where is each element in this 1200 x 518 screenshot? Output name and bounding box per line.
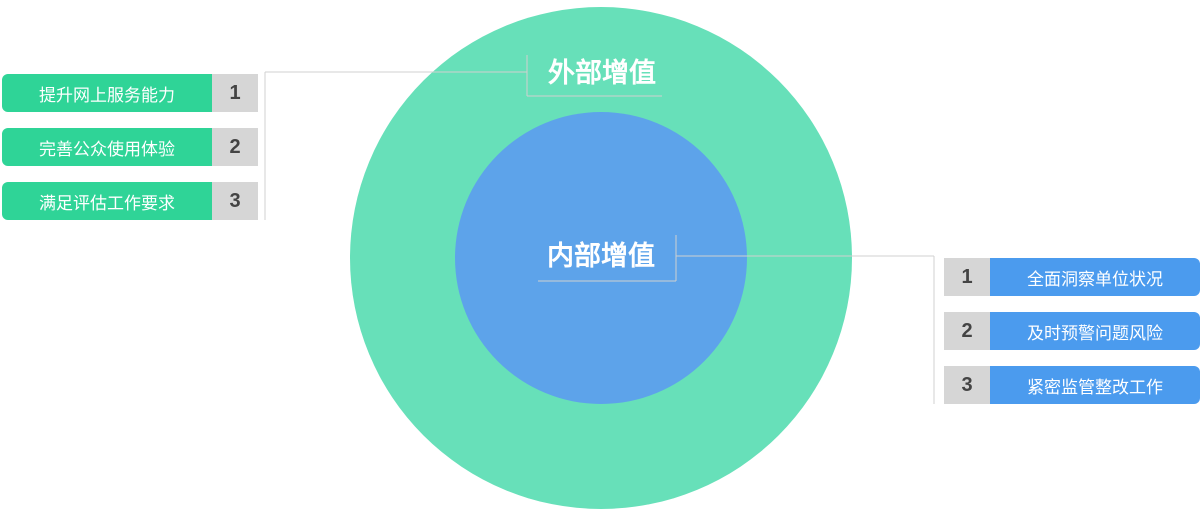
outer-title: 外部增值 <box>548 57 656 89</box>
inner-item: 3 紧密监管整改工作 <box>944 366 1200 404</box>
inner-item-number: 3 <box>944 366 990 404</box>
inner-item-label: 紧密监管整改工作 <box>990 366 1200 404</box>
inner-item-label: 及时预警问题风险 <box>990 312 1200 350</box>
outer-item: 满足评估工作要求 3 <box>2 182 258 220</box>
outer-item-label: 提升网上服务能力 <box>2 74 212 112</box>
inner-item: 1 全面洞察单位状况 <box>944 258 1200 296</box>
outer-item-number: 2 <box>212 128 258 166</box>
outer-item-label: 满足评估工作要求 <box>2 182 212 220</box>
inner-item-label: 全面洞察单位状况 <box>990 258 1200 296</box>
outer-item-number: 3 <box>212 182 258 220</box>
outer-item-number: 1 <box>212 74 258 112</box>
inner-value-circle <box>455 112 747 404</box>
outer-item-label: 完善公众使用体验 <box>2 128 212 166</box>
inner-item: 2 及时预警问题风险 <box>944 312 1200 350</box>
right-connector <box>538 235 935 404</box>
inner-item-number: 2 <box>944 312 990 350</box>
inner-title: 内部增值 <box>547 240 655 272</box>
inner-item-number: 1 <box>944 258 990 296</box>
outer-item: 完善公众使用体验 2 <box>2 128 258 166</box>
left-connector <box>264 55 662 220</box>
outer-item: 提升网上服务能力 1 <box>2 74 258 112</box>
